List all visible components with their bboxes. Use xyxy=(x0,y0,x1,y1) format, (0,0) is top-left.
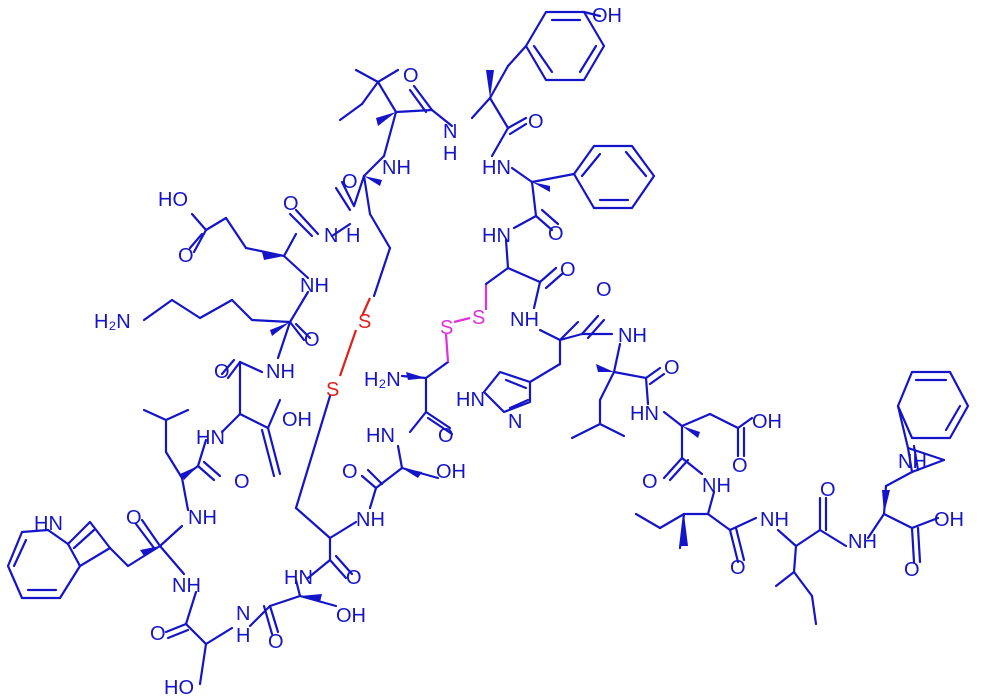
label-s-pink-right: S xyxy=(472,307,485,329)
label-nh-trp2: NH xyxy=(848,531,877,553)
label-hn-ser1: HN xyxy=(366,425,395,447)
label-o-leu2: O xyxy=(664,357,680,379)
label-o-his: O xyxy=(596,279,612,301)
bond-lines xyxy=(6,10,970,686)
label-nh-ile1: NH xyxy=(702,475,731,497)
label-s-red-top: S xyxy=(358,311,371,333)
label-o-ser2: O xyxy=(150,623,166,645)
label-h-ser2: H xyxy=(236,625,250,647)
label-o-ser1: O xyxy=(342,461,358,483)
label-n-imidazole: N xyxy=(508,411,522,433)
label-nh-ile2: NH xyxy=(760,509,789,531)
label-oh-ser3: OH xyxy=(336,605,366,627)
stereo-wedges xyxy=(140,70,890,602)
label-h-glu: H xyxy=(346,225,360,247)
label-nh-leu1: NH xyxy=(188,507,217,529)
label-s-red-bottom: S xyxy=(326,379,339,401)
label-hn-asp2: HN xyxy=(630,403,659,425)
label-oh-asp1: OH xyxy=(282,409,312,431)
label-o-leu1: O xyxy=(234,471,250,493)
label-o-trp1: O xyxy=(126,507,142,529)
label-o-ile2: O xyxy=(820,479,836,501)
label-hn-phe: HN xyxy=(482,157,511,179)
label-h2n-lys: H₂N xyxy=(94,311,131,333)
label-hn-cys2: HN xyxy=(482,225,511,247)
label-hn-leu1: HN xyxy=(196,427,225,449)
label-o-cys4: O xyxy=(346,567,362,589)
label-n-ser2: N xyxy=(236,603,250,625)
label-o-cys1: O xyxy=(342,171,358,193)
disulfide-bridge-red xyxy=(338,297,372,377)
label-o-tyr: O xyxy=(528,111,544,133)
label-o-ile1: O xyxy=(730,557,746,579)
label-nh-trp1: NH xyxy=(172,575,201,597)
label-nh-asp1: NH xyxy=(266,361,295,383)
label-hn-trp1-ring: HN xyxy=(34,513,63,535)
label-ho-glu-acid: HO xyxy=(158,189,188,211)
label-o-trp2: O xyxy=(904,559,920,581)
label-o-ser3: O xyxy=(268,631,284,653)
label-o-cys2: O xyxy=(560,259,576,281)
label-hn-ser3: HN xyxy=(284,567,313,589)
label-o-asp2-co: O xyxy=(642,471,658,493)
label-nh-cys4: NH xyxy=(356,509,385,531)
label-oh-trp2-acid: OH xyxy=(934,509,964,531)
label-h-tyr: H xyxy=(443,143,457,165)
label-s-pink-left: S xyxy=(440,317,453,339)
label-ho-ser2: HO xyxy=(164,677,194,699)
label-oh-tyr: OH xyxy=(592,5,622,27)
label-oh-asp2: OH xyxy=(752,411,782,433)
label-nh-trp2-ring: NH xyxy=(898,451,927,473)
label-o-glu: O xyxy=(283,193,299,215)
atom-labels: OH O O N H NH HN O HO O N H HN O O NH O … xyxy=(34,5,964,699)
label-o-glu-acid: O xyxy=(178,245,194,267)
label-nh-lys: NH xyxy=(300,275,329,297)
label-o-phe: O xyxy=(548,223,564,245)
label-n-glu: N xyxy=(324,225,338,247)
label-oh-ser1: OH xyxy=(436,461,466,483)
label-n-tyr: N xyxy=(443,121,457,143)
label-nh-leu2: NH xyxy=(618,325,647,347)
label-o-asp2: O xyxy=(732,455,748,477)
label-nh-his: NH xyxy=(510,309,539,331)
label-nh-val: NH xyxy=(382,157,411,179)
label-o-lys: O xyxy=(304,329,320,351)
label-o-cys3: O xyxy=(438,425,454,447)
label-hn-imidazole: HN xyxy=(456,389,485,411)
label-h2n-cys3: H₂N xyxy=(364,369,401,391)
label-o-asp1: O xyxy=(214,361,230,383)
label-o-val: O xyxy=(403,65,419,87)
